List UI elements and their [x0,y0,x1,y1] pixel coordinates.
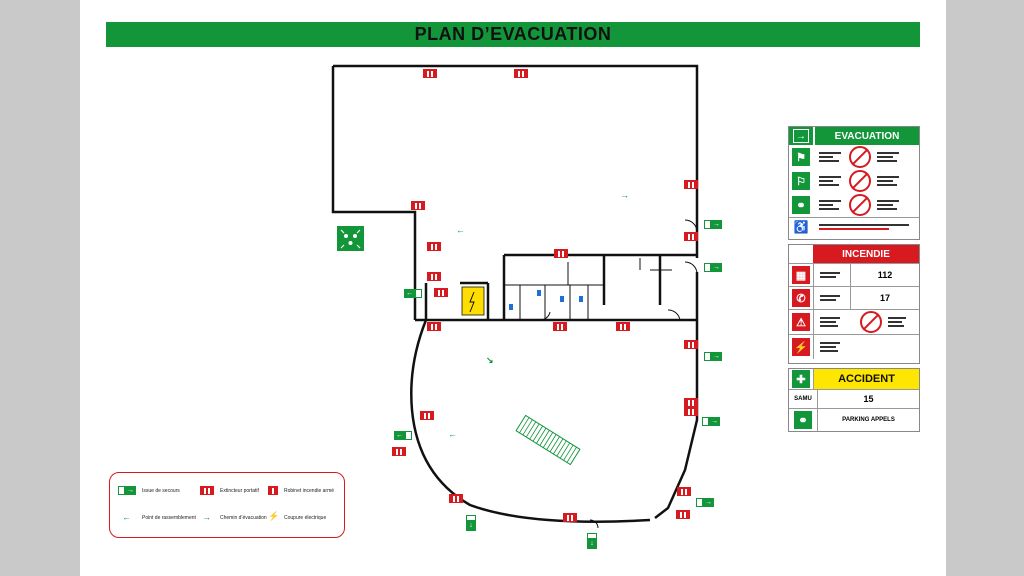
path-arrow-icon: → [202,512,211,522]
accident-panel: ✚ ACCIDENT SAMU 15 ⚭ PARKING APPELS [788,368,920,432]
legend-path-label: Chemin d’évacuation [220,515,267,521]
legend-assembly-label: Point de rassemblement [142,515,196,521]
no-water-on-electric-icon [860,311,882,333]
exit-sign-icon: ← [404,289,422,298]
extinguisher-icon [554,249,568,258]
extinguisher-icon [411,201,425,210]
fire-fighter-icon: ⚠ [792,313,810,331]
page-title: PLAN D’EVACUATION [414,24,612,44]
exit-sign-icon: → [704,352,722,361]
samu-number: 15 [863,394,874,404]
svg-text:←: ← [448,429,457,439]
fire-alarm-icon: ▦ [792,266,810,284]
extinguisher-icon [434,288,448,297]
evacuation-title: EVACUATION [815,127,919,145]
assembly-icon: ⚭ [792,196,810,214]
svg-text:↘: ↘ [486,355,494,365]
extinguisher-icon [684,340,698,349]
legend-exit-label: Issue de secours [142,488,180,494]
assembly-point-icon [337,226,364,251]
exit-sign-icon: → [704,263,722,272]
extinguisher-icon [427,322,441,331]
legend-extinguisher-label: Extincteur portatif [220,488,259,494]
exit-sign-icon: ← [394,431,412,440]
extinguisher-icon [684,398,698,407]
interior-walls [504,219,698,529]
extinguisher-icon [427,272,441,281]
extinguisher-icon [563,513,577,522]
incendie-title: INCENDIE [813,245,919,263]
exit-sign-icon: → [118,486,136,495]
no-return-icon [849,170,871,192]
exit-sign-icon: → [696,498,714,507]
building-walls [331,64,699,523]
incendie-panel: INCENDIE ▦ 112 ✆ 17 ⚠ ⚡ [788,244,920,364]
extinguisher-icon [514,69,528,78]
parking-appels: PARKING APPELS [842,417,895,423]
extinguisher-icon [616,322,630,331]
wheelchair-icon: ♿ [793,220,809,234]
accident-title: ACCIDENT [814,369,919,389]
evacuate-person-icon: ⚑ [792,148,810,166]
exit-sign-icon: ↓ [587,533,597,549]
walk-person-icon: ⚐ [792,172,810,190]
fire-phone-icon: ✆ [792,289,810,307]
legend-power-label: Coupure électrique [284,515,327,521]
title-bar: PLAN D’EVACUATION [106,22,920,47]
exit-sign-icon: → [702,417,720,426]
extinguisher-icon [449,494,463,503]
exit-sign-icon: ↓ [466,515,476,531]
extinguisher-icon [423,69,437,78]
fire-run-icon: ⚡ [792,338,810,356]
extinguisher-icon [200,486,214,495]
extinguisher-icon [676,510,690,519]
svg-text:←: ← [456,225,465,235]
fire-number: 112 [850,264,919,286]
fire-hose-icon [268,486,278,495]
svg-text:→: → [620,190,629,200]
right-arrow-icon: → [789,127,813,145]
first-aid-icon: ✚ [792,370,810,388]
assembly-icon: ⚭ [794,411,812,429]
extinguisher-icon [392,447,406,456]
exit-sign-icon: → [704,220,722,229]
extinguisher-icon [677,487,691,496]
extinguisher-icon [684,180,698,189]
power-cut-icon [469,291,475,313]
legend: → Issue de secours Extincteur portatif R… [109,472,345,538]
extinguisher-icon [684,407,698,416]
electrical-room [461,286,485,316]
extinguisher-icon [684,232,698,241]
extinguisher-icon [553,322,567,331]
evacuation-panel: → EVACUATION ⚑ ⚐ ⚭ ♿ [788,126,920,240]
toilet-icons [509,290,583,310]
samu-label: SAMU [789,390,818,408]
assembly-arrow-icon: ← [122,512,131,522]
no-stairs-icon [849,194,871,216]
extinguisher-icon [420,411,434,420]
no-elevator-icon [849,146,871,168]
staircase [515,414,581,466]
power-cut-icon: ⚡ [268,511,280,521]
extinguisher-icon [427,242,441,251]
evacuation-arrows: → ← ↘ ← [448,190,629,439]
fire-dept-number: 17 [850,287,919,309]
legend-hose-label: Robinet incendie armé [284,488,335,494]
